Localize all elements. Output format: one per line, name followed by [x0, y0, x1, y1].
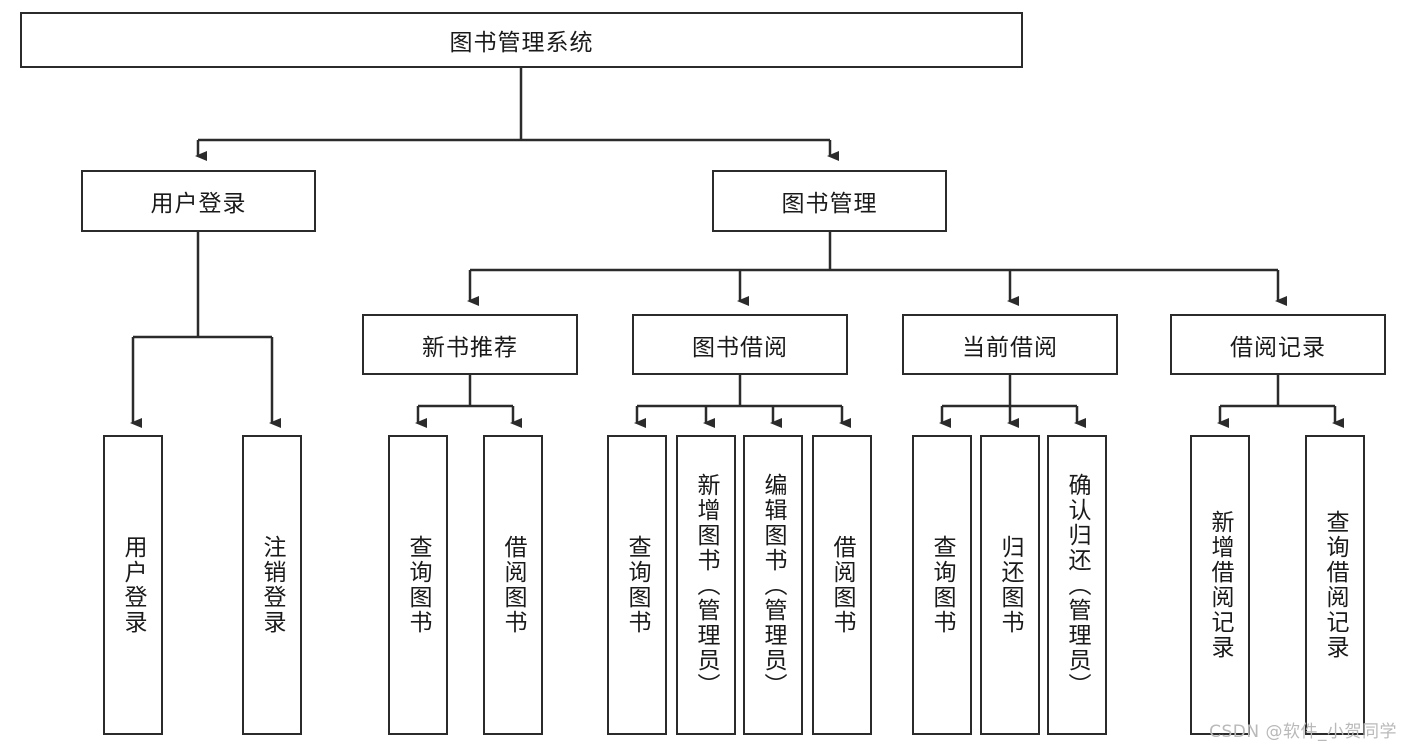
node-user-login[interactable]: 用户登录 — [81, 170, 316, 232]
node-borrowing-records[interactable]: 借阅记录 — [1170, 314, 1386, 375]
leaf-query-book-newbook[interactable]: 查询图书 — [388, 435, 448, 735]
node-book-management[interactable]: 图书管理 — [712, 170, 947, 232]
leaf-label: 确认归还（管理员） — [1064, 472, 1091, 698]
leaf-borrow-book[interactable]: 借阅图书 — [812, 435, 872, 735]
leaf-label: 借阅图书 — [500, 535, 527, 635]
leaf-query-borrow-record[interactable]: 查询借阅记录 — [1305, 435, 1365, 735]
leaf-label: 归还图书 — [997, 535, 1024, 635]
node-new-book-recommendation[interactable]: 新书推荐 — [362, 314, 578, 375]
leaf-label: 查询图书 — [929, 535, 956, 635]
leaf-add-borrow-record[interactable]: 新增借阅记录 — [1190, 435, 1250, 735]
leaf-label: 查询借阅记录 — [1322, 510, 1349, 660]
leaf-return-book[interactable]: 归还图书 — [980, 435, 1040, 735]
leaf-query-book-borrow[interactable]: 查询图书 — [607, 435, 667, 735]
leaf-label: 新增借阅记录 — [1207, 510, 1234, 660]
leaf-label: 查询图书 — [624, 535, 651, 635]
leaf-label: 新增图书（管理员） — [693, 472, 720, 698]
leaf-logout[interactable]: 注销登录 — [242, 435, 302, 735]
leaf-label: 用户登录 — [120, 535, 147, 635]
leaf-borrow-book-newbook[interactable]: 借阅图书 — [483, 435, 543, 735]
leaf-label: 查询图书 — [405, 535, 432, 635]
node-root-system[interactable]: 图书管理系统 — [20, 12, 1023, 68]
leaf-query-book-current[interactable]: 查询图书 — [912, 435, 972, 735]
node-current-borrowing[interactable]: 当前借阅 — [902, 314, 1118, 375]
leaf-user-login[interactable]: 用户登录 — [103, 435, 163, 735]
watermark-text: CSDN @软件_小贺同学 — [1209, 722, 1397, 742]
leaf-label: 编辑图书（管理员） — [760, 472, 787, 698]
leaf-label: 借阅图书 — [829, 535, 856, 635]
leaf-label: 注销登录 — [259, 535, 286, 635]
leaf-confirm-return-admin[interactable]: 确认归还（管理员） — [1047, 435, 1107, 735]
leaf-edit-book-admin[interactable]: 编辑图书（管理员） — [743, 435, 803, 735]
leaf-add-book-admin[interactable]: 新增图书（管理员） — [676, 435, 736, 735]
node-book-borrowing[interactable]: 图书借阅 — [632, 314, 848, 375]
